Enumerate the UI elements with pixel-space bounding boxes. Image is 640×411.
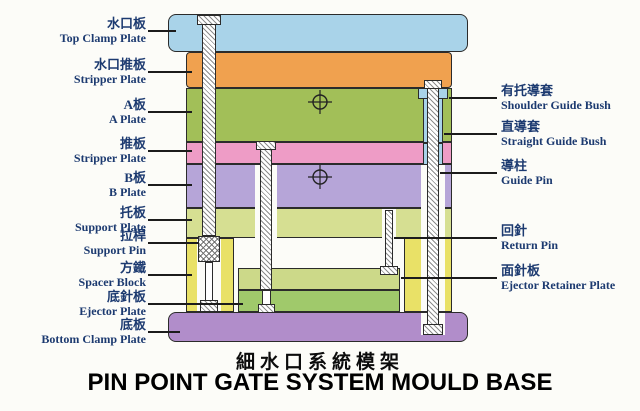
- label-en: Guide Pin: [501, 173, 553, 187]
- label-support-pin: 拉桿 Support Pin: [84, 228, 146, 257]
- guide-pin-foot: [423, 324, 443, 335]
- return-pin-flange: [380, 266, 398, 275]
- support-pin-foot: [200, 300, 218, 312]
- label-en: Shoulder Guide Bush: [501, 98, 611, 112]
- label-cn: 水口推板: [93, 57, 146, 72]
- center-pin-screw-head: [258, 304, 275, 313]
- plate-bottom-clamp: [168, 312, 468, 342]
- label-cn: 水口板: [106, 16, 146, 31]
- return-pin-body: [385, 210, 393, 268]
- label-stripper-plate-upper: 水口推板 Stripper Plate: [74, 57, 146, 86]
- callout-line: [394, 237, 497, 239]
- callout-line: [401, 277, 497, 279]
- plate-a: [186, 88, 452, 142]
- label-cn: 推板: [119, 136, 146, 151]
- callout-line: [148, 331, 180, 333]
- label-top-clamp-plate: 水口板 Top Clamp Plate: [60, 16, 146, 45]
- label-b-plate: B板 B Plate: [109, 170, 146, 199]
- label-en: Spacer Block: [78, 275, 146, 289]
- centerline-symbol-icon: [308, 165, 332, 189]
- callout-line: [148, 71, 192, 73]
- plate-stripper-upper: [186, 52, 452, 88]
- label-cn: 拉桿: [119, 228, 146, 243]
- label-en: Ejector Retainer Plate: [501, 278, 616, 292]
- callout-line: [444, 133, 497, 135]
- label-en: B Plate: [109, 185, 146, 199]
- label-cn: 底板: [119, 317, 146, 332]
- label-en: Stripper Plate: [73, 151, 146, 165]
- label-cn: 直導套: [501, 119, 541, 134]
- diagram-title-english: PIN POINT GATE SYSTEM MOULD BASE: [87, 369, 553, 396]
- plate-b: [186, 164, 452, 208]
- centerline-symbol-icon: [308, 90, 332, 114]
- callout-line: [148, 242, 199, 244]
- label-cn: 導柱: [501, 158, 528, 173]
- label-en: Return Pin: [501, 238, 558, 252]
- support-pin-body: [202, 24, 216, 236]
- label-cn: B板: [124, 170, 146, 185]
- label-cn: 底針板: [106, 289, 146, 304]
- plate-stripper-mid: [186, 142, 452, 164]
- label-en: A Plate: [109, 112, 146, 126]
- callout-line: [148, 30, 176, 32]
- label-cn: 托板: [119, 205, 146, 220]
- callout-line: [148, 274, 192, 276]
- label-en: Support Pin: [83, 243, 146, 257]
- label-return-pin: 回針 Return Pin: [501, 223, 558, 252]
- label-stripper-plate-mid: 推板 Stripper Plate: [74, 136, 146, 165]
- label-guide-pin: 導柱 Guide Pin: [501, 158, 553, 187]
- support-pin-coupling: [198, 236, 220, 262]
- diagram-title-chinese: 細水口系統模架: [235, 352, 404, 373]
- label-ejector-retainer-plate: 面針板 Ejector Retainer Plate: [501, 263, 615, 292]
- label-cn: 方鐵: [119, 260, 146, 275]
- callout-line: [148, 184, 192, 186]
- plate-ejector: [238, 290, 400, 312]
- plate-support: [186, 208, 452, 238]
- label-en: Stripper Plate: [73, 72, 146, 86]
- label-support-plate: 托板 Support Plate: [75, 205, 146, 234]
- label-cn: 有托導套: [501, 83, 554, 98]
- label-spacer-block: 方鐵 Spacer Block: [79, 260, 146, 289]
- center-pin-body: [260, 149, 272, 290]
- callout-line: [148, 219, 192, 221]
- label-a-plate: A板 A Plate: [109, 97, 146, 126]
- callout-line: [148, 303, 243, 305]
- label-en: Straight Guide Bush: [501, 134, 607, 148]
- label-bottom-clamp-plate: 底板 Bottom Clamp Plate: [41, 317, 146, 346]
- label-cn: 回針: [501, 223, 528, 238]
- label-straight-guide-bush: 直導套 Straight Guide Bush: [501, 119, 606, 148]
- label-en: Support Plate: [74, 220, 146, 234]
- guide-pin-body: [427, 88, 439, 325]
- callout-line: [148, 111, 192, 113]
- callout-line: [449, 97, 497, 99]
- plate-ejector-retainer: [238, 268, 400, 290]
- label-ejector-plate: 底針板 Ejector Plate: [79, 289, 146, 318]
- label-shoulder-guide-bush: 有托導套 Shoulder Guide Bush: [501, 83, 611, 112]
- label-cn: A板: [123, 97, 146, 112]
- label-en: Top Clamp Plate: [59, 31, 146, 45]
- callout-line: [148, 150, 192, 152]
- label-en: Bottom Clamp Plate: [41, 332, 146, 346]
- label-en: Ejector Plate: [79, 304, 146, 318]
- callout-line: [440, 172, 497, 174]
- support-pin-rod: [205, 262, 213, 302]
- label-cn: 面針板: [501, 263, 541, 278]
